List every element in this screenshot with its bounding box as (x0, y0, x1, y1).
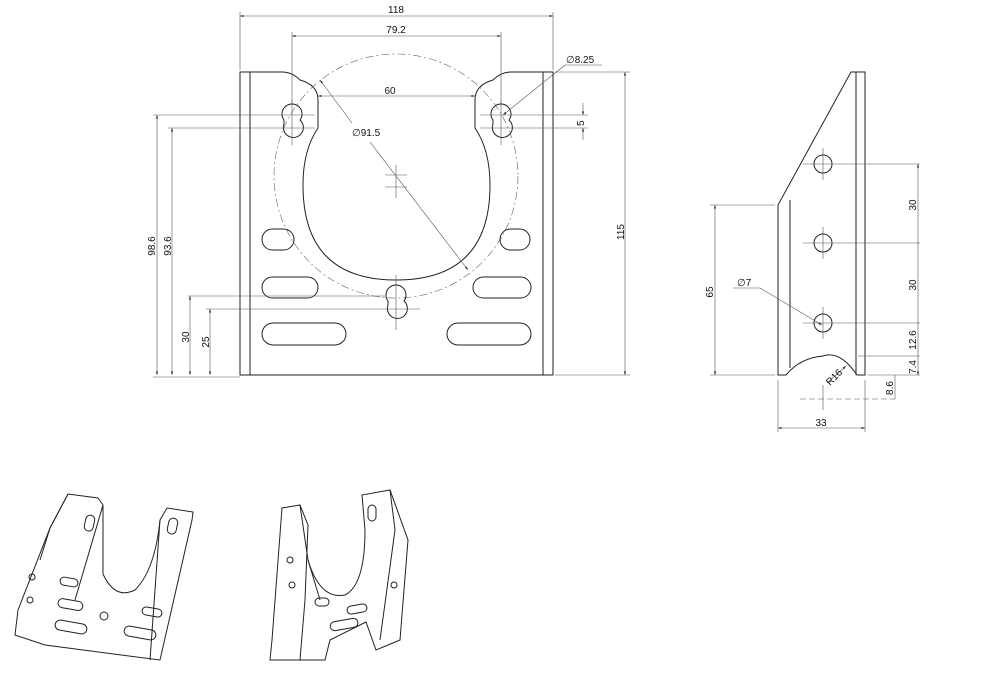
dim-upper-slot-top: 98.6 (147, 236, 158, 256)
dim-width: 33 (815, 418, 827, 429)
dim-bolt-circle: ∅91.5 (352, 128, 381, 139)
dim-hole-to-arc: 12.6 (908, 330, 919, 350)
dim-arc-radius: R16 (824, 367, 845, 388)
dim-height: 115 (616, 224, 627, 240)
dim-arc-rise: 7.4 (908, 360, 919, 374)
isometric-view-left (14, 493, 194, 661)
isometric-view-right (269, 489, 409, 661)
bolt-circle (273, 53, 519, 299)
front-view: 118 79.2 60 ∅91.5 ∅8.25 5 115 98.6 93.6 … (147, 5, 630, 378)
dim-hole-dia-side: ∅7 (737, 278, 752, 289)
dim-upper-slot-bottom: 93.6 (163, 236, 174, 256)
slot (261, 322, 347, 346)
plate-outline (239, 71, 554, 376)
dim-overall-width: 118 (388, 5, 404, 16)
dim-hole-dia: ∅8.25 (566, 55, 595, 66)
side-outline (777, 71, 866, 376)
slot (261, 276, 319, 299)
keyhole-slot-bottom (385, 275, 408, 330)
slot (261, 228, 295, 251)
keyhole-slot-right (490, 100, 513, 145)
side-view: 30 30 12.6 7.4 8.6 65 33 ∅7 R16 (705, 71, 920, 432)
dim-hole-pitch-2: 30 (908, 279, 919, 291)
dim-lower-slot-top: 30 (181, 331, 192, 343)
dim-hole-spacing: 79.2 (386, 25, 406, 36)
dim-hole-pitch-1: 30 (908, 199, 919, 211)
slot (499, 228, 531, 251)
keyhole-slot-left (281, 100, 304, 145)
slot (446, 322, 532, 346)
dim-slot-offset: 5 (576, 120, 587, 126)
dim-flange-height: 65 (705, 286, 716, 298)
dim-lower-slot-bottom: 25 (201, 336, 212, 348)
slot (472, 276, 532, 299)
dim-arc-center-offset: 8.6 (885, 381, 896, 395)
dim-opening-width: 60 (384, 86, 396, 97)
